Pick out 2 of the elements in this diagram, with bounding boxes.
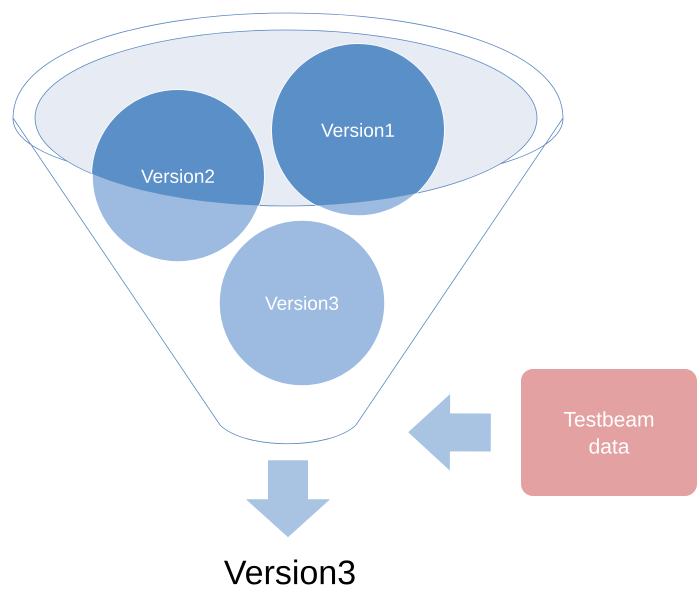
result-text: Version3 [224, 560, 355, 584]
rounded-box: Testbeam data [521, 369, 697, 496]
